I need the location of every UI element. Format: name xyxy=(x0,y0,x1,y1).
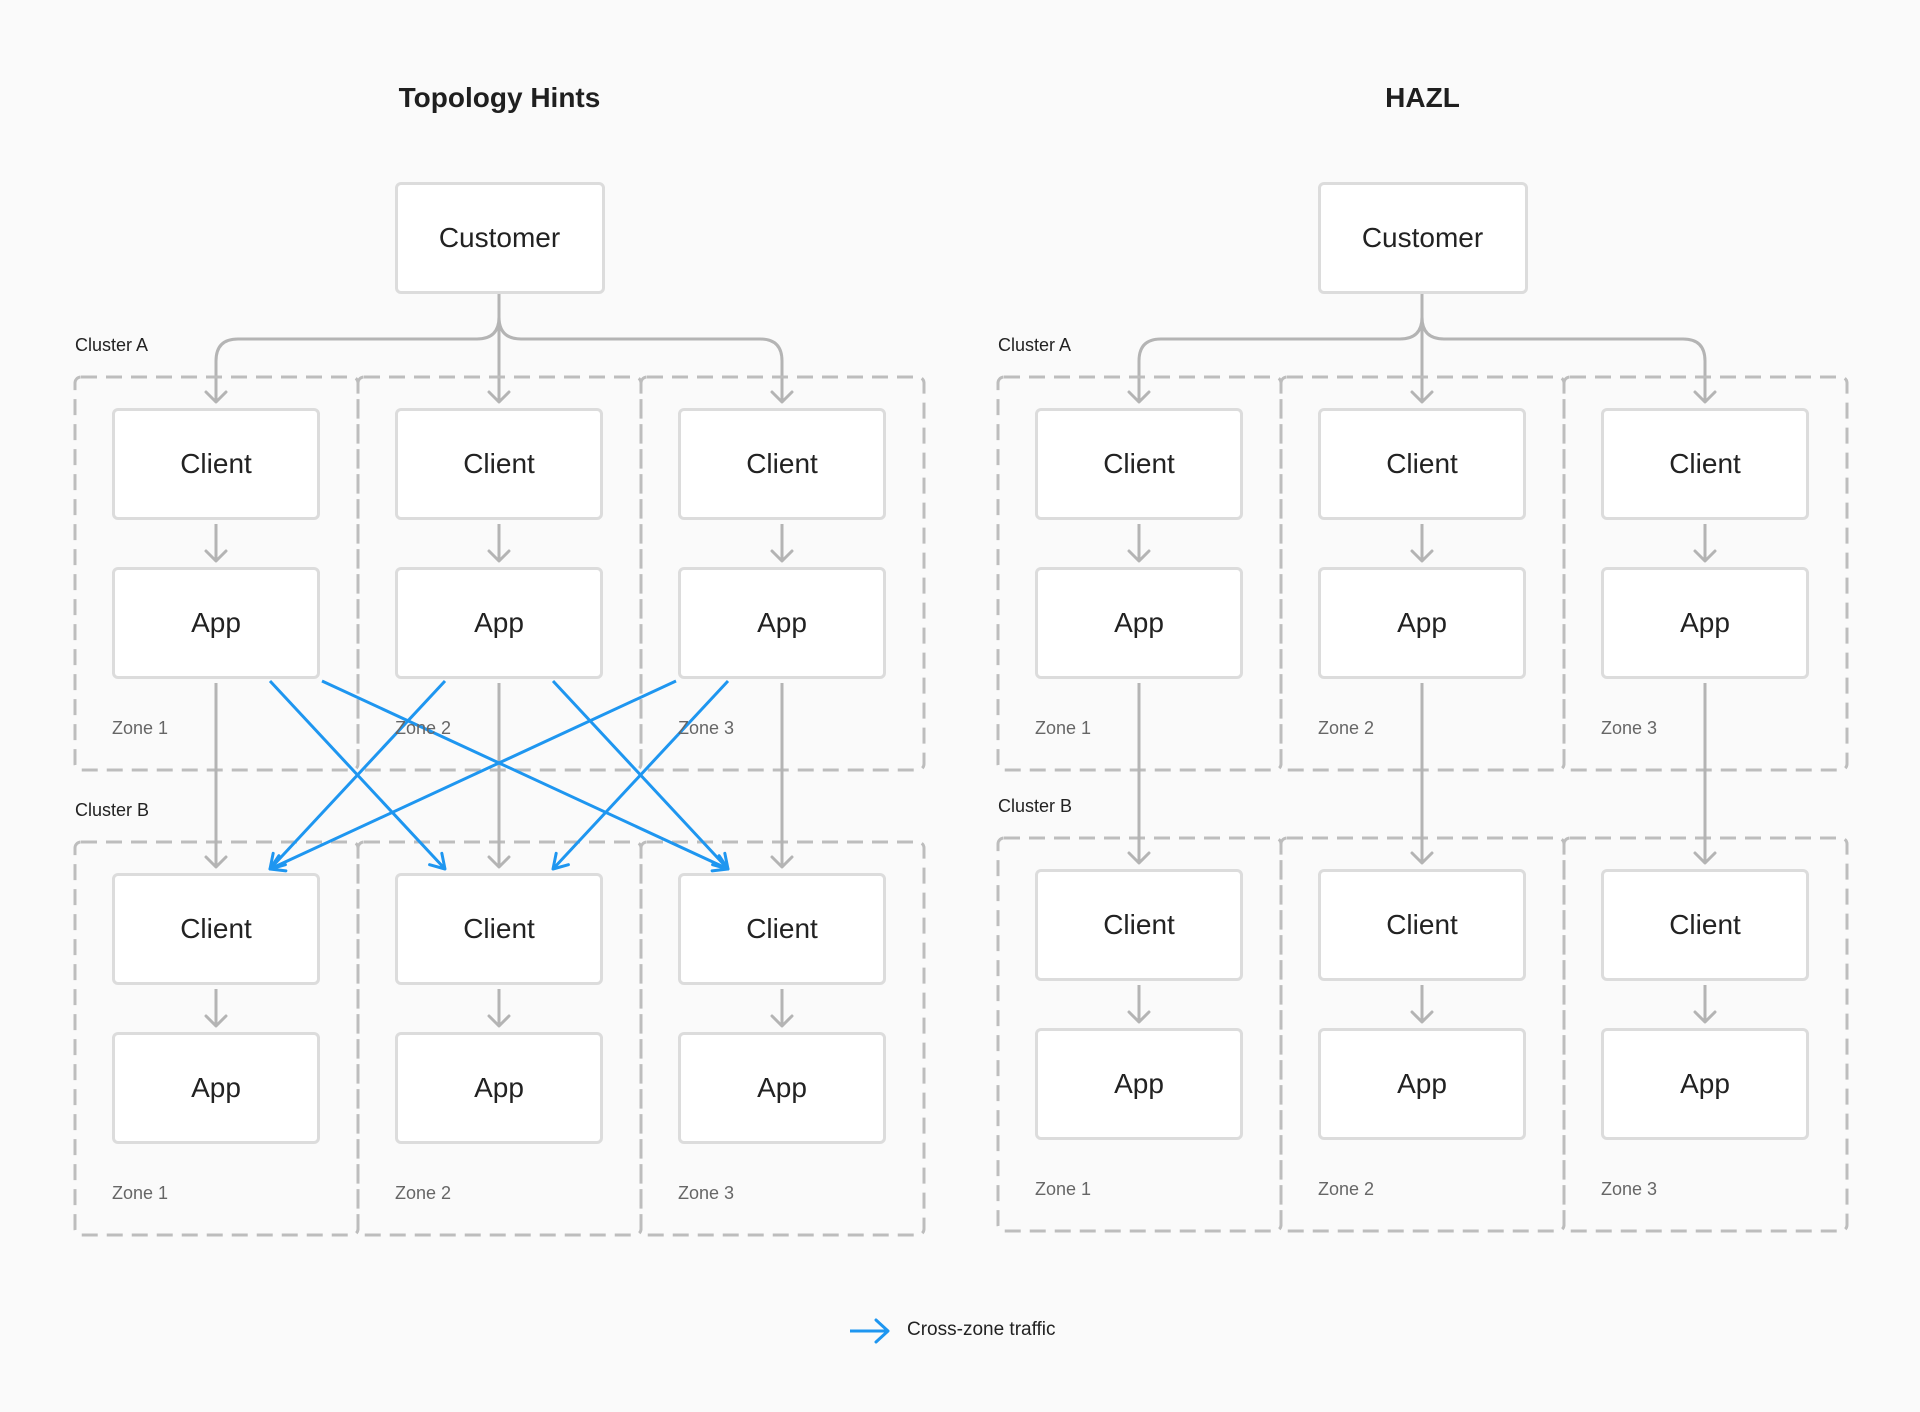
app-box: App xyxy=(395,567,603,679)
customer-arrow-head-1 xyxy=(204,390,228,404)
client-box: Client xyxy=(112,408,320,520)
cluster-label: Cluster A xyxy=(998,335,1072,355)
legend-label: Cross-zone traffic xyxy=(907,1319,1056,1340)
customer-connector-right xyxy=(497,316,784,402)
same-zone-arrow-head xyxy=(1693,851,1717,865)
zone-label: Zone 2 xyxy=(395,718,452,738)
client-to-app-arrow-head xyxy=(1127,549,1151,563)
customer-arrow-head-3 xyxy=(770,390,794,404)
client-box: Client xyxy=(395,408,603,520)
client-to-app-arrow-head xyxy=(1693,549,1717,563)
app-box: App xyxy=(1601,1028,1809,1140)
app-box: App xyxy=(1601,567,1809,679)
client-box: Client xyxy=(395,873,603,985)
client-box: Client xyxy=(1601,869,1809,981)
zone-label: Zone 3 xyxy=(678,1183,735,1203)
app-box: App xyxy=(1318,1028,1526,1140)
client-to-app-arrow-head xyxy=(1410,549,1434,563)
cluster-label: Cluster A xyxy=(75,335,149,355)
client-box: Client xyxy=(678,873,886,985)
customer-arrow-head-1 xyxy=(1127,390,1151,404)
zone-label: Zone 1 xyxy=(112,718,169,738)
client-to-app-arrow-head xyxy=(487,549,511,563)
panel-title: Topology Hints xyxy=(398,82,601,113)
cross-zone-arrow-head xyxy=(428,851,447,871)
cross-zone-arrow xyxy=(321,679,729,871)
client-to-app-arrow-head xyxy=(1410,1010,1434,1024)
cluster-label: Cluster B xyxy=(998,796,1073,816)
client-box: Client xyxy=(1035,408,1243,520)
client-box: Client xyxy=(678,408,886,520)
app-box: App xyxy=(1035,567,1243,679)
app-box: App xyxy=(678,1032,886,1144)
legend-arrow-head xyxy=(874,1318,890,1344)
cross-zone-arrow xyxy=(551,679,730,871)
client-to-app-arrow-head xyxy=(770,549,794,563)
client-box: Client xyxy=(1318,869,1526,981)
same-zone-arrow-head xyxy=(204,855,228,869)
app-box: App xyxy=(678,567,886,679)
zone-label: Zone 3 xyxy=(1601,1179,1658,1199)
client-box: Client xyxy=(1035,869,1243,981)
zone-label: Zone 1 xyxy=(1035,718,1092,738)
customer-connector-right xyxy=(1420,316,1707,402)
customer-arrow-head-3 xyxy=(1693,390,1717,404)
cross-zone-arrow-head xyxy=(711,851,730,871)
customer-box: Customer xyxy=(1317,182,1528,294)
zone-label: Zone 3 xyxy=(678,718,735,738)
client-box: Client xyxy=(1318,408,1526,520)
panel-title: HAZL xyxy=(1385,82,1460,113)
cross-zone-arrow-head xyxy=(268,854,288,873)
customer-box: Customer xyxy=(394,182,605,294)
app-box: App xyxy=(112,567,320,679)
same-zone-arrow-head xyxy=(1127,851,1151,865)
zone-label: Zone 2 xyxy=(1318,718,1375,738)
zone-label: Zone 2 xyxy=(1318,1179,1375,1199)
app-box: App xyxy=(1035,1028,1243,1140)
client-to-app-arrow-head xyxy=(204,549,228,563)
client-to-app-arrow-head xyxy=(1127,1010,1151,1024)
zone-label: Zone 1 xyxy=(1035,1179,1092,1199)
client-box: Client xyxy=(1601,408,1809,520)
client-to-app-arrow-head xyxy=(1693,1010,1717,1024)
same-zone-arrow-head xyxy=(1410,851,1434,865)
zone-label: Zone 2 xyxy=(395,1183,452,1203)
zone-label: Zone 3 xyxy=(1601,718,1658,738)
zone-label: Zone 1 xyxy=(112,1183,169,1203)
app-box: App xyxy=(395,1032,603,1144)
client-to-app-arrow-head xyxy=(204,1014,228,1028)
same-zone-arrow-head xyxy=(770,855,794,869)
client-to-app-arrow-head xyxy=(770,1014,794,1028)
client-box: Client xyxy=(112,873,320,985)
cross-zone-arrow xyxy=(268,679,447,871)
cluster-label: Cluster B xyxy=(75,800,150,820)
cross-zone-arrow xyxy=(269,679,677,871)
app-box: App xyxy=(112,1032,320,1144)
app-box: App xyxy=(1318,567,1526,679)
cross-zone-arrow-head xyxy=(551,851,570,871)
customer-arrow-head-2 xyxy=(487,390,511,404)
same-zone-arrow-head xyxy=(487,855,511,869)
client-to-app-arrow-head xyxy=(487,1014,511,1028)
customer-arrow-head-2 xyxy=(1410,390,1434,404)
